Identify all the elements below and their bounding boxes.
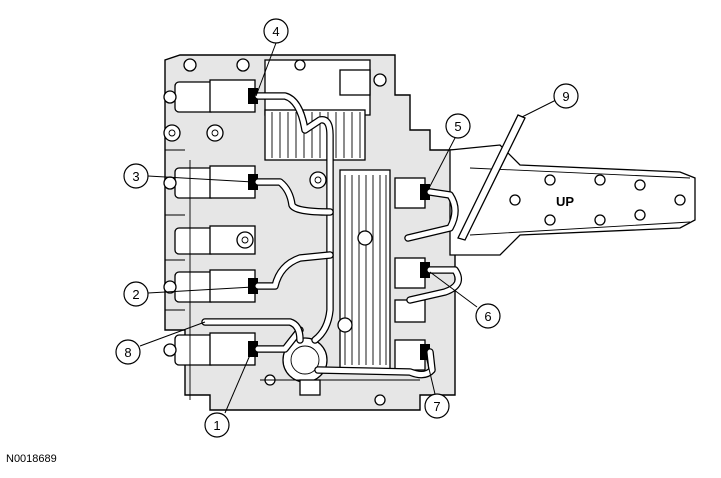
callout-9: 9 [521,83,579,118]
right-connectors [394,177,430,371]
callout-3-label: 3 [132,169,139,184]
callout-9-label: 9 [562,89,569,104]
callout-5-label: 5 [454,119,461,134]
callout-1-label: 1 [213,418,220,433]
callout-4-label: 4 [272,24,279,39]
callout-7: 7 [424,351,450,419]
figure-id: N0018689 [6,453,57,465]
upper-boss [339,69,371,96]
callout-2: 2 [123,281,254,307]
ribbed-section [264,109,391,371]
callout-8: 8 [115,321,206,365]
callout-2-label: 2 [132,287,139,302]
callout-6-label: 6 [484,309,491,324]
wiring-harness [201,92,463,379]
callout-3: 3 [123,163,254,189]
callout-1: 1 [204,347,254,438]
mounting-bracket [449,144,696,256]
bolt-heads [163,58,387,406]
callout-5: 5 [427,113,471,191]
callout-4: 4 [255,18,289,97]
casting-details [165,149,420,410]
callout-7-label: 7 [433,399,440,414]
callout-8-label: 8 [124,345,131,360]
bracket-up-label: UP [556,194,574,209]
callout-6: 6 [429,271,501,329]
